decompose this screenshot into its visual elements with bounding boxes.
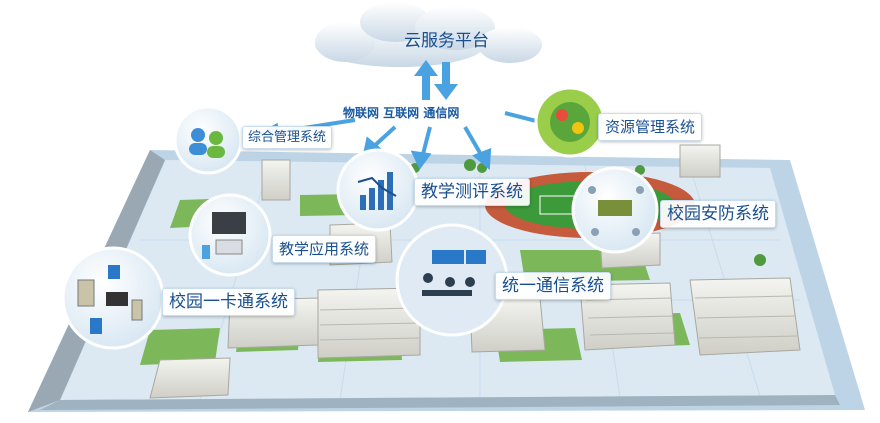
campus-card-label: 校园一卡通系统: [162, 288, 295, 316]
bar-chart-icon: [357, 172, 397, 210]
people-icon: [189, 128, 225, 158]
teaching-application-label: 教学应用系统: [272, 235, 377, 263]
teaching-evaluation-label: 教学测评系统: [414, 178, 530, 206]
unified-communication-label: 统一通信系统: [495, 272, 611, 300]
network-device-icon: [588, 186, 644, 236]
building-windows: [319, 295, 799, 341]
meeting-icon: [422, 250, 486, 296]
cloud-service-platform-label: 云服务平台: [404, 31, 489, 51]
cloud-shape: [315, 2, 542, 67]
comprehensive-circle: [173, 105, 243, 175]
resource-management-label: 资源管理系统: [598, 113, 703, 141]
network-label: 物联网 互联网 通信网: [343, 106, 460, 120]
campus-security-label: 校园安防系统: [660, 200, 776, 228]
teaching-circle: [188, 193, 272, 277]
computer-icon: [202, 212, 246, 259]
comprehensive-management-label: 综合管理系统: [242, 126, 333, 149]
card-devices-icon: [77, 265, 143, 334]
cloud-arrows: [414, 60, 458, 100]
globe-icon: [550, 102, 590, 142]
